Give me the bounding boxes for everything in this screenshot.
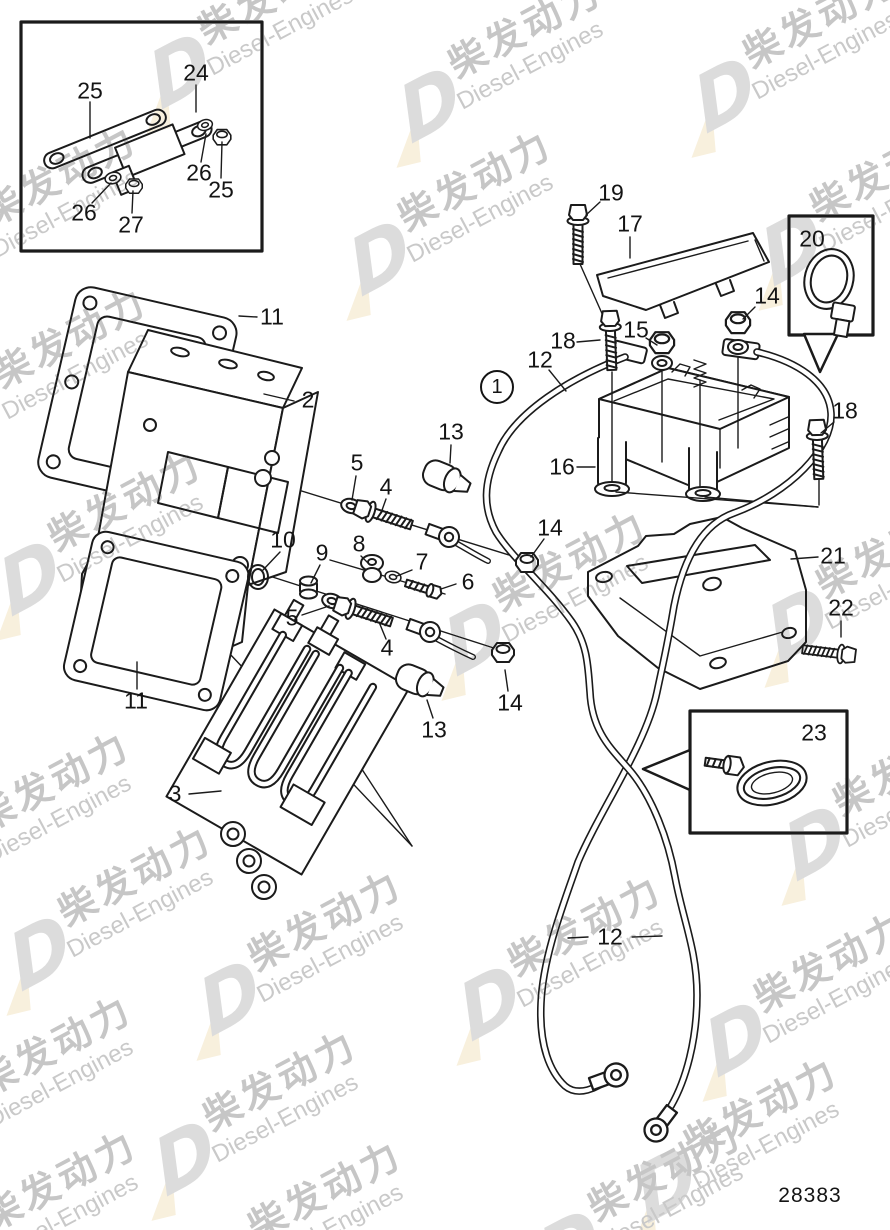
- cable-ring-terminal-left: [586, 1059, 632, 1097]
- cable-tie-buckle: [830, 301, 856, 339]
- inset-cable-tie-box: [787, 214, 875, 374]
- label-leaders: [136, 201, 842, 939]
- grommet-8: [360, 554, 384, 583]
- o-ring-10: [247, 564, 269, 590]
- washer-under-15: [651, 355, 673, 371]
- cable-ring-terminal-right: [638, 1100, 683, 1148]
- nut-14-mid: [515, 552, 539, 573]
- bracket-21: [587, 516, 807, 690]
- cap-13-upper: [418, 456, 475, 501]
- inset-busbar-box: [19, 20, 264, 253]
- heating-element-3: [165, 598, 411, 876]
- relay-base-16: [594, 359, 790, 502]
- nut-14-lower: [491, 642, 515, 663]
- fasteners: [247, 204, 858, 705]
- bolt-4-upper: [351, 495, 416, 537]
- washer-7: [383, 569, 403, 585]
- busbar-24: [81, 120, 213, 196]
- nut-27: [125, 178, 143, 194]
- gasket-11-bottom: [62, 530, 250, 712]
- screw-6: [403, 578, 443, 600]
- bolt-19: [566, 204, 590, 265]
- bolt-22: [800, 639, 858, 667]
- ring-terminal-4-lower: [403, 613, 444, 646]
- busbar-25: [43, 108, 167, 170]
- washer-under-14-right: [727, 339, 749, 355]
- inset-busbar-leaders: [89, 84, 223, 214]
- bushing-9: [299, 575, 318, 600]
- ring-terminal-4-upper: [422, 518, 463, 551]
- element-terminals: [220, 821, 277, 900]
- element-lead-lower: [434, 636, 476, 660]
- battery-cable-left-12: [482, 353, 701, 1110]
- element-lead-upper: [453, 540, 491, 564]
- cover-17: [596, 232, 770, 319]
- clamp-bolt: [703, 754, 745, 777]
- inset-clamp-box: [641, 709, 849, 835]
